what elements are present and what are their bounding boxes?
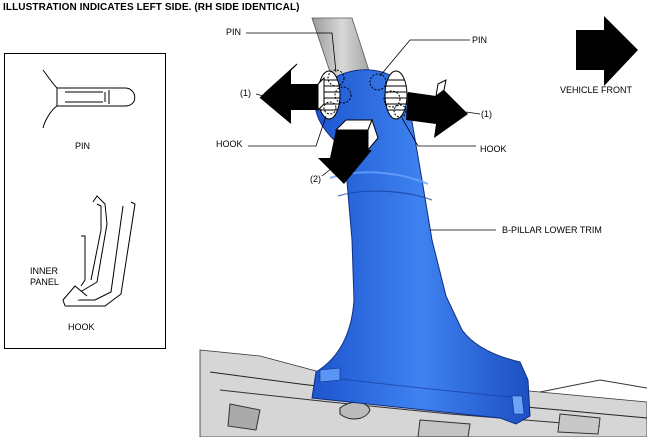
vehicle-front-arrow [576, 16, 638, 86]
pin-detail-drawing [42, 69, 136, 129]
pin-circles [323, 69, 407, 118]
b-pillar-lower-trim [311, 69, 531, 425]
label-vehicle-front: VEHICLE FRONT [560, 85, 633, 95]
diagram-title: ILLUSTRATION INDICATES LEFT SIDE. (RH SI… [3, 2, 300, 13]
inset-inner-panel-line2: PANEL [30, 277, 59, 287]
label-step1-left: (1) [240, 88, 251, 98]
label-step2: (2) [310, 174, 321, 184]
detail-inset: PIN INNER PANEL HOOK [4, 53, 166, 349]
hook-right-marker [384, 70, 408, 120]
label-hook-right: HOOK [480, 144, 507, 154]
label-pin-left: PIN [226, 27, 242, 37]
label-hook-left: HOOK [216, 139, 243, 149]
inset-drawing [42, 69, 136, 307]
label-pin-right: PIN [472, 35, 488, 45]
arrow-left-1 [259, 63, 325, 124]
label-b-pillar-lower-trim: B-PILLAR LOWER TRIM [502, 225, 602, 235]
hook-detail-drawing [62, 195, 136, 307]
arrow-right-1 [406, 79, 468, 138]
inset-pin-caption: PIN [75, 141, 91, 151]
inset-hook-caption: HOOK [68, 322, 95, 332]
label-step1-right: (1) [481, 109, 492, 119]
leader-lines [246, 32, 496, 231]
inset-inner-panel-line1: INNER [30, 266, 59, 276]
arrow-down-2 [318, 118, 379, 184]
